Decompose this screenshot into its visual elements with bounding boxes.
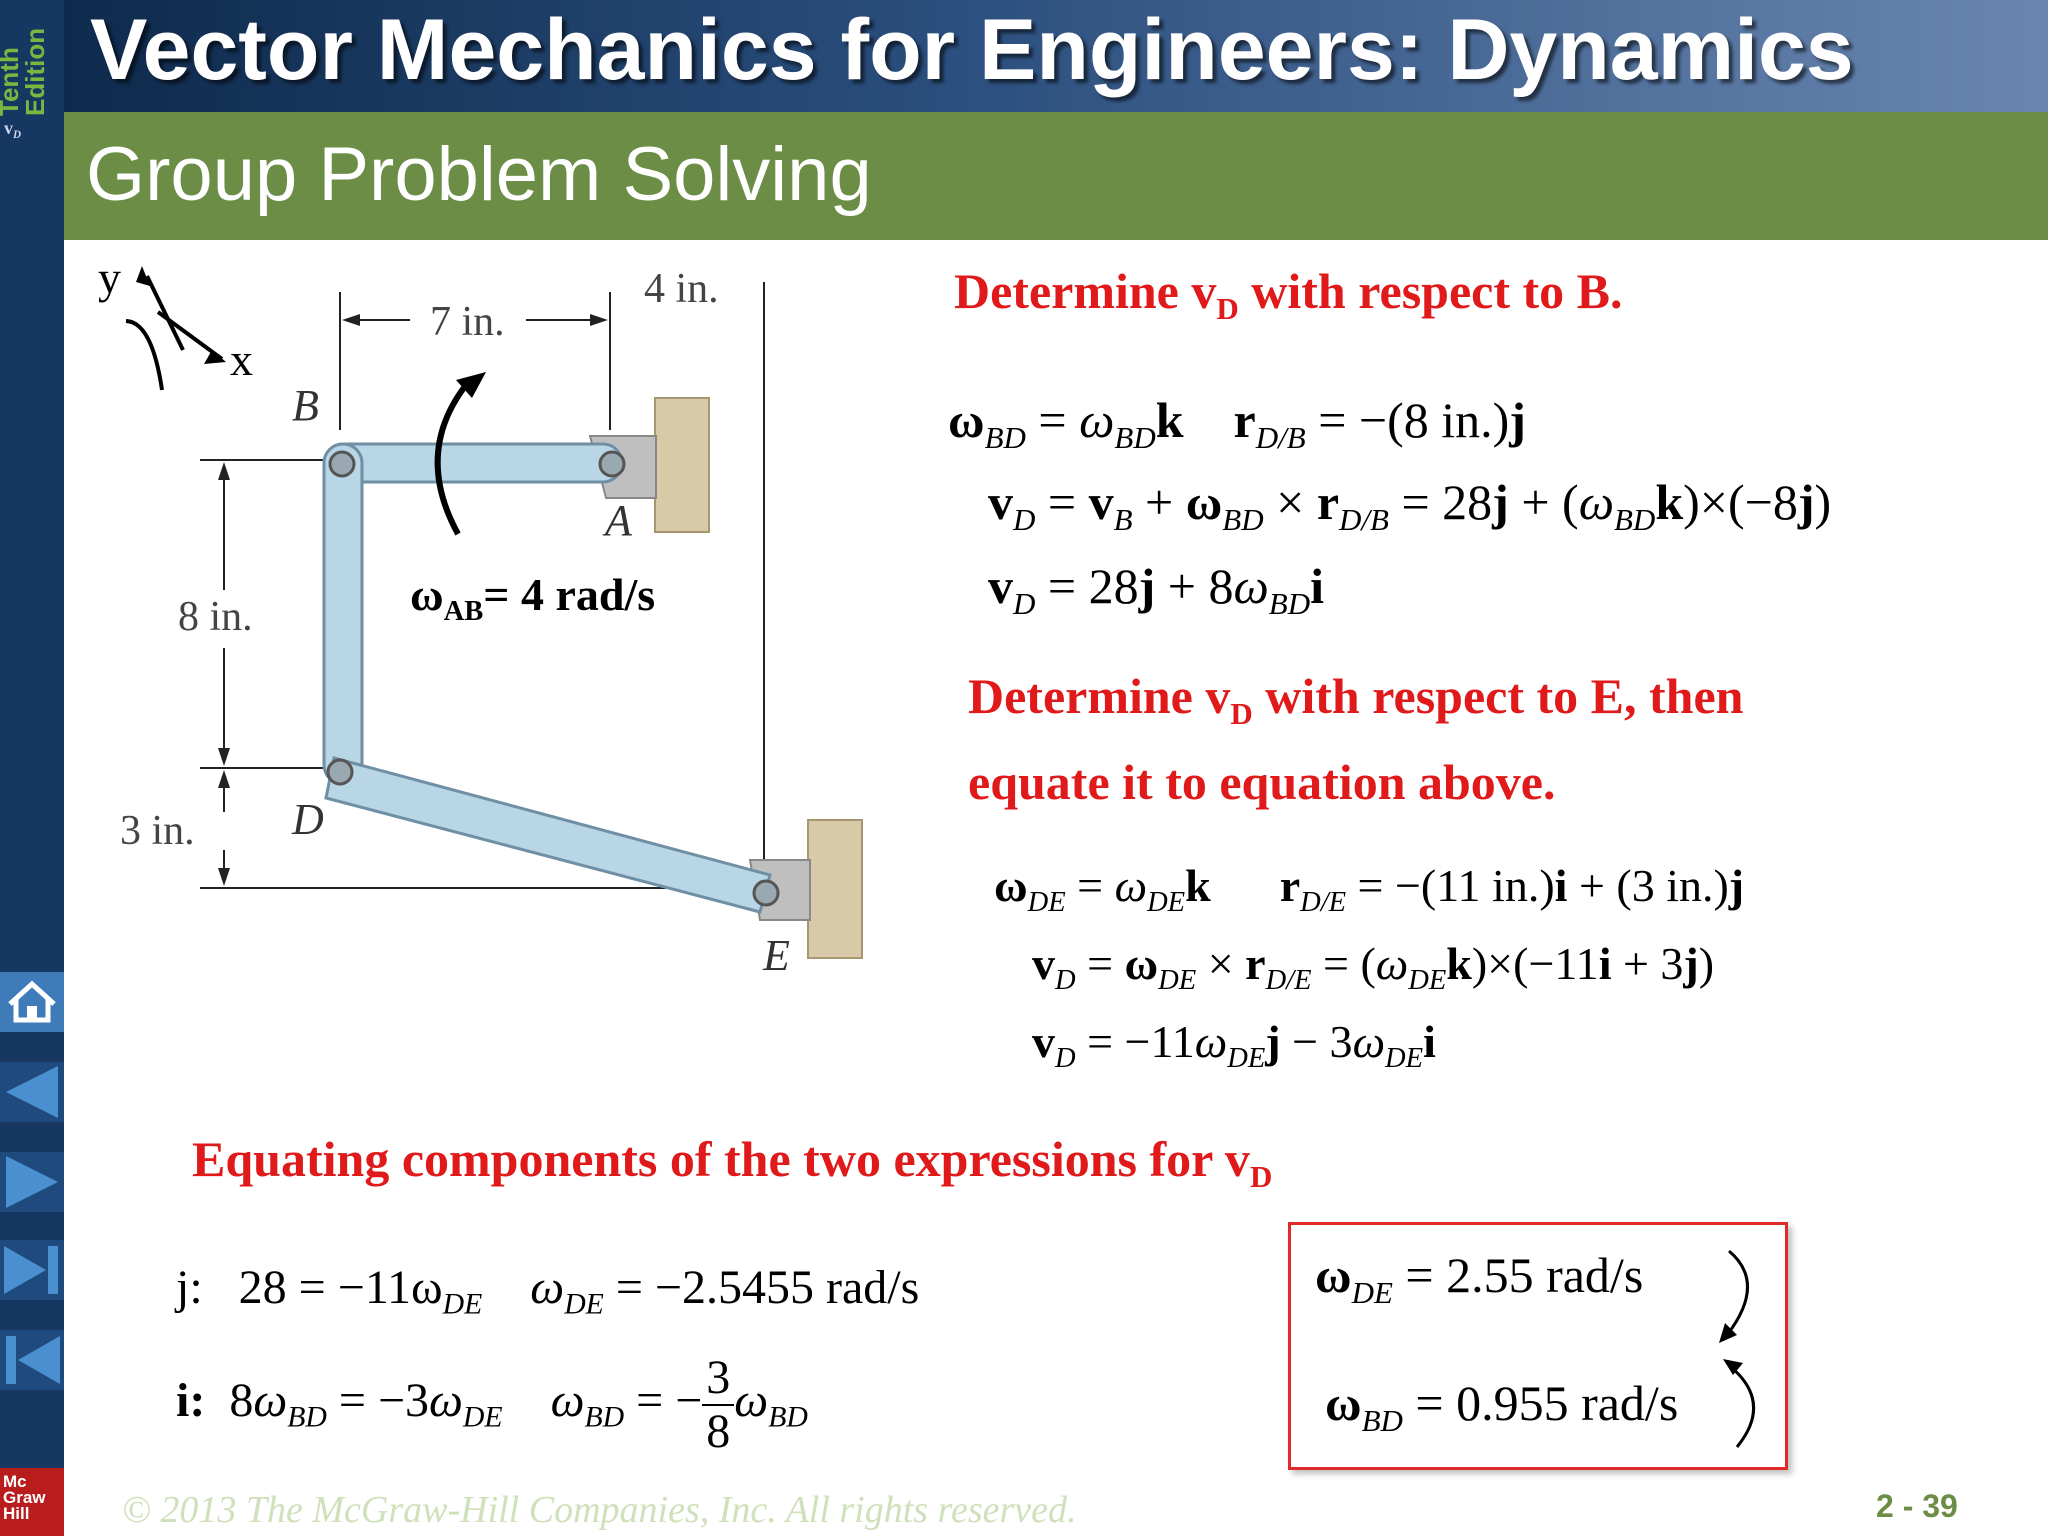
eq-vd-b: vD = vB + ωBD × rD/B = 28j + (ωBDk)×(−8j… bbox=[988, 474, 1832, 537]
linkage-diagram: y x 7 in. 4 in. 8 in. 3 in. bbox=[98, 252, 863, 980]
subtitle-bar: Group Problem Solving bbox=[64, 112, 2048, 240]
rotation-arrow bbox=[434, 378, 473, 536]
edition-text: Tenth Edition bbox=[0, 27, 50, 116]
mcgraw-hill-logo: Mc Graw Hill bbox=[0, 1468, 64, 1536]
omega-ab-label: ωAB= 4 rad/s bbox=[410, 569, 656, 627]
result-omega-bd: ωBD = 0.955 rad/s bbox=[1325, 1375, 1679, 1438]
link-ab bbox=[322, 442, 624, 484]
sidebar-vd-label: vD bbox=[4, 118, 21, 141]
link-de bbox=[324, 756, 772, 914]
dim-3in: 3 in. bbox=[120, 808, 195, 854]
heading-vd-wrt-b: Determine vD with respect to B. bbox=[954, 263, 1623, 326]
eq-omega-de: ωDE = ωDEk rD/E = −(11 in.)i + (3 in.)j bbox=[994, 860, 1745, 918]
page-number: 2 - 39 bbox=[1876, 1488, 1958, 1524]
results-box: ωDE = 2.55 rad/s ωBD = 0.955 rad/s bbox=[1288, 1222, 1788, 1470]
dim-8in: 8 in. bbox=[178, 594, 253, 640]
eq-omega-bd: ωBD = ωBDk rD/B = −(8 in.)j bbox=[948, 392, 1526, 455]
title-bar: Vector Mechanics for Engineers: Dynamics bbox=[64, 0, 2048, 112]
book-title: Vector Mechanics for Engineers: Dynamics bbox=[90, 2, 1854, 98]
eq-vd-b-result: vD = 28j + 8ωBDi bbox=[988, 558, 1324, 621]
sidebar: Tenth Edition vD Mc bbox=[0, 0, 64, 1536]
label-e: E bbox=[762, 931, 790, 980]
wall-support-e bbox=[807, 819, 863, 959]
eq-j-component: j: 28 = −11ωDE ωDE = −2.5455 rad/s bbox=[176, 1261, 920, 1321]
sidebar-vd-text: v bbox=[4, 118, 13, 138]
dim-7in: 7 in. bbox=[430, 299, 505, 345]
first-slide-button[interactable] bbox=[0, 1326, 64, 1394]
next-slide-button[interactable] bbox=[0, 1148, 64, 1216]
eq-vd-e: vD = ωDE × rD/E = (ωDEk)×(−11i + 3j) bbox=[1032, 938, 1715, 996]
last-icon bbox=[0, 1240, 64, 1300]
slide-subtitle: Group Problem Solving bbox=[86, 132, 872, 217]
label-b: B bbox=[292, 381, 319, 430]
previous-icon bbox=[0, 1062, 64, 1122]
next-icon bbox=[0, 1152, 64, 1212]
rotation-arrows-icon bbox=[1719, 1249, 1756, 1448]
axis-x-label: x bbox=[230, 334, 253, 385]
sidebar-vd-sub: D bbox=[13, 128, 22, 141]
link-bd bbox=[322, 442, 364, 786]
first-icon bbox=[0, 1330, 64, 1390]
last-slide-button[interactable] bbox=[0, 1236, 64, 1304]
copyright-notice: © 2013 The McGraw-Hill Companies, Inc. A… bbox=[122, 1489, 1077, 1531]
logo-text: Mc Graw Hill bbox=[3, 1472, 46, 1523]
eq-vd-e-result: vD = −11ωDEj − 3ωDEi bbox=[1032, 1016, 1436, 1074]
heading-equating: Equating components of the two expressio… bbox=[192, 1131, 1273, 1194]
previous-slide-button[interactable] bbox=[0, 1058, 64, 1126]
axis-y-label: y bbox=[98, 252, 121, 303]
wall-support-a bbox=[654, 397, 710, 533]
label-a: A bbox=[602, 496, 633, 545]
edition-label: Tenth Edition bbox=[0, 4, 58, 116]
home-button[interactable] bbox=[0, 968, 64, 1036]
label-d: D bbox=[291, 795, 324, 844]
dim-4in: 4 in. bbox=[644, 266, 719, 312]
axes-icon bbox=[125, 275, 224, 391]
home-icon bbox=[0, 972, 64, 1032]
result-omega-de: ωDE = 2.55 rad/s bbox=[1315, 1247, 1644, 1310]
